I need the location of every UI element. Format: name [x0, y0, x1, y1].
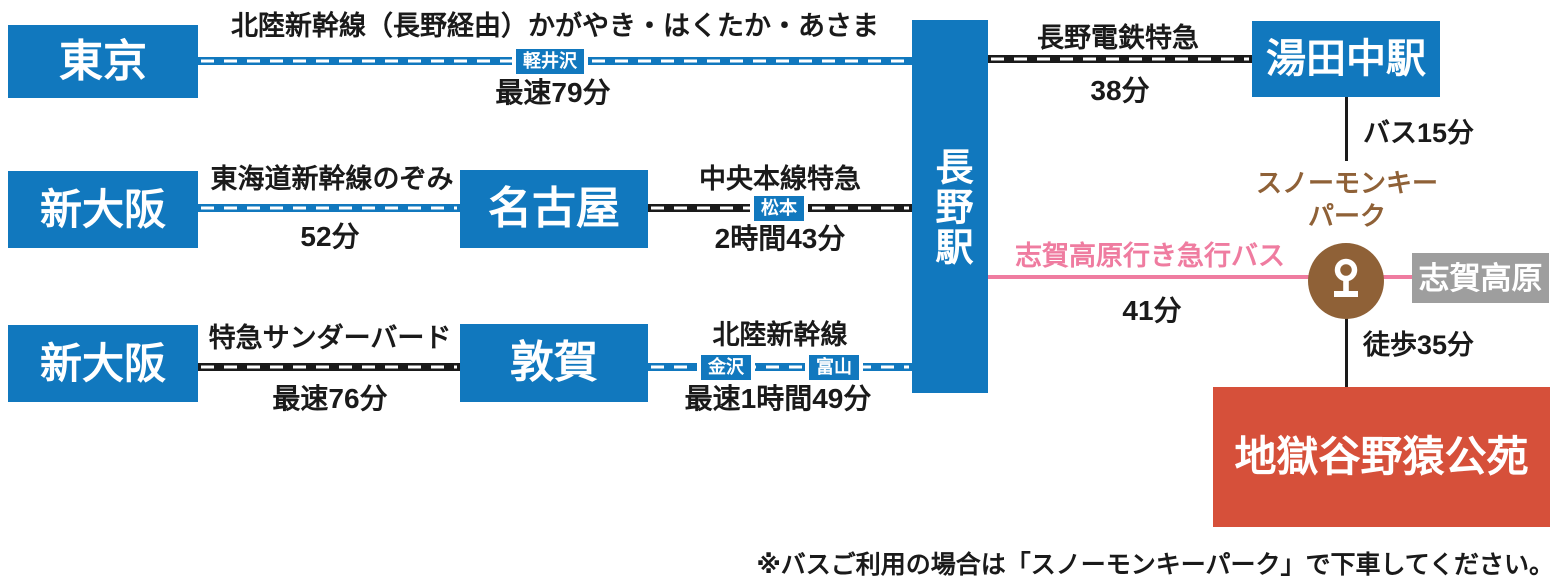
station-box-tokyo: 東京 — [8, 25, 198, 98]
route-name-hokuriku-shinkansen-tsuruga: 北陸新幹線 — [712, 320, 848, 350]
duration-tokyo-nagano: 最速79分 — [495, 77, 611, 108]
rail-nagano-yudanaka-nagaden — [988, 55, 1252, 63]
connector-yudanaka-to-park-bus — [1345, 97, 1348, 161]
station-box-nagano: 長野駅 — [912, 20, 988, 393]
duration-nagano-park-bus: 41分 — [1122, 295, 1182, 326]
connector-park-to-jigokudani-walk — [1345, 317, 1348, 387]
rail-shinosaka-nagoya-shinkansen — [198, 204, 460, 212]
snow-monkey-park-label: スノーモンキー パーク — [1256, 167, 1438, 233]
rail-tsuruga-nagano-shinkansen — [648, 363, 912, 371]
route-name-hokuriku-shinkansen-tokyo: 北陸新幹線（長野経由）かがやき・はくたか・あさま — [231, 11, 879, 41]
station-box-nagoya: 名古屋 — [460, 170, 648, 248]
destination-box-jigokudani: 地獄谷野猿公苑 — [1213, 387, 1550, 527]
via-badge-karuizawa: 軽井沢 — [512, 49, 588, 74]
bus-usage-footnote: ※バスご利用の場合は「スノーモンキーパーク」で下車してください。 — [756, 551, 1554, 579]
via-badge-toyama: 富山 — [805, 355, 863, 380]
duration-tsuruga-nagano: 最速1時間49分 — [684, 383, 872, 414]
route-name-thunderbird-express: 特急サンダーバード — [208, 323, 452, 353]
bus-stop-icon — [1334, 258, 1358, 297]
via-badge-matsumoto: 松本 — [750, 196, 808, 221]
station-box-shin-osaka-1: 新大阪 — [8, 171, 198, 248]
route-name-tokaido-shinkansen: 東海道新幹線のぞみ — [210, 164, 454, 194]
destination-box-shiga-kogen: 志賀高原 — [1412, 253, 1549, 303]
duration-nagoya-nagano: 2時間43分 — [714, 223, 846, 254]
via-badge-kanazawa: 金沢 — [697, 355, 755, 380]
route-name-chuo-line-express: 中央本線特急 — [699, 164, 861, 194]
station-box-yudanaka: 湯田中駅 — [1252, 21, 1440, 97]
duration-shinosaka-nagoya: 52分 — [300, 221, 360, 252]
route-name-shiga-kogen-express-bus: 志賀高原行き急行バス — [1015, 241, 1285, 271]
duration-park-jigokudani-walk: 徒歩35分 — [1363, 330, 1475, 360]
line-shiga-kogen-express-bus — [988, 275, 1412, 279]
snow-monkey-park-label-line2: パーク — [1307, 201, 1387, 231]
snow-monkey-park-label-line1: スノーモンキー — [1255, 168, 1439, 198]
rail-shinosaka-tsuruga-thunderbird — [198, 363, 460, 371]
station-box-tsuruga: 敦賀 — [460, 324, 648, 402]
duration-yudanaka-park-bus: バス15分 — [1363, 118, 1475, 148]
route-name-nagaden-express: 長野電鉄特急 — [1037, 23, 1199, 53]
snow-monkey-park-stop-marker — [1308, 243, 1384, 319]
duration-shinosaka-tsuruga: 最速76分 — [272, 383, 388, 414]
station-box-shin-osaka-2: 新大阪 — [8, 325, 198, 402]
duration-nagano-yudanaka: 38分 — [1090, 75, 1150, 106]
